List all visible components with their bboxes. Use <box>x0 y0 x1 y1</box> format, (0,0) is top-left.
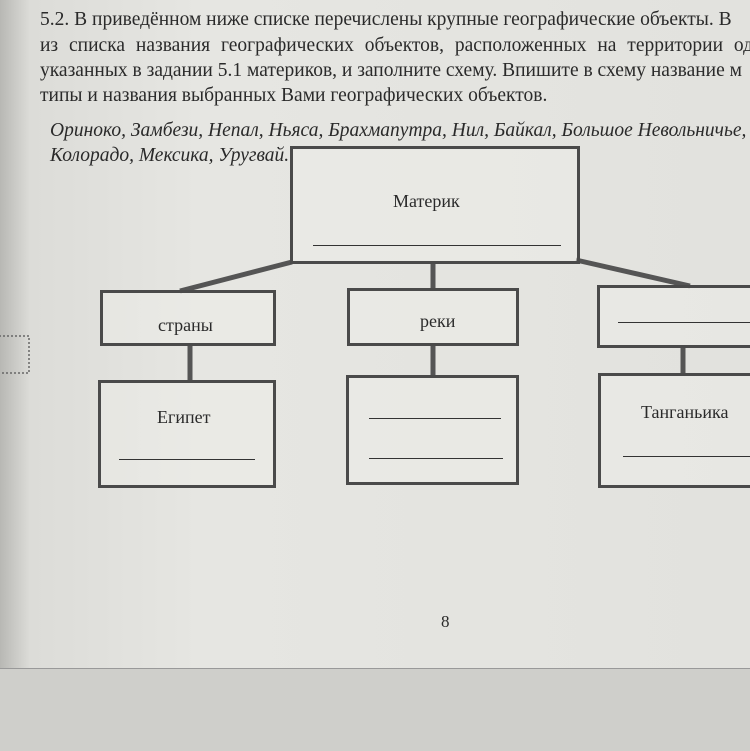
next-page-edge <box>0 668 750 751</box>
task-line-3: указанных в задании 5.1 материков, и зап… <box>40 60 742 81</box>
answer-line <box>119 459 255 460</box>
category-box-blank[interactable] <box>597 285 750 348</box>
answer-line <box>618 322 750 323</box>
page-number: 8 <box>441 612 450 631</box>
continent-label: Материк <box>393 191 460 211</box>
objects-list-line-1: Ориноко, Замбези, Непал, Ньяса, Брахмапу… <box>50 120 750 141</box>
example-box-tanganyika[interactable]: Танганьика <box>598 373 750 488</box>
answer-line <box>623 456 750 457</box>
task-line-1: 5.2. В приведённом ниже списке перечисле… <box>40 9 732 30</box>
category-box-rivers[interactable]: реки <box>347 288 519 346</box>
example-label: Танганьика <box>641 402 729 422</box>
answer-line <box>369 418 501 419</box>
answer-line <box>369 458 503 459</box>
task-line-2: из списка названия географических объект… <box>40 35 750 56</box>
example-box-egypt[interactable]: Египет <box>98 380 276 488</box>
answer-line <box>313 245 561 246</box>
category-label: страны <box>158 315 213 335</box>
objects-list-line-2: Колорадо, Мексика, Уругвай. <box>50 145 290 166</box>
task-line-4: типы и названия выбранных Вами географич… <box>40 85 548 106</box>
category-box-countries[interactable]: страны <box>100 290 276 346</box>
example-box-rivers[interactable] <box>346 375 519 485</box>
example-label: Египет <box>157 407 211 427</box>
category-label: реки <box>420 311 456 331</box>
continent-box[interactable]: Материк <box>290 146 580 264</box>
